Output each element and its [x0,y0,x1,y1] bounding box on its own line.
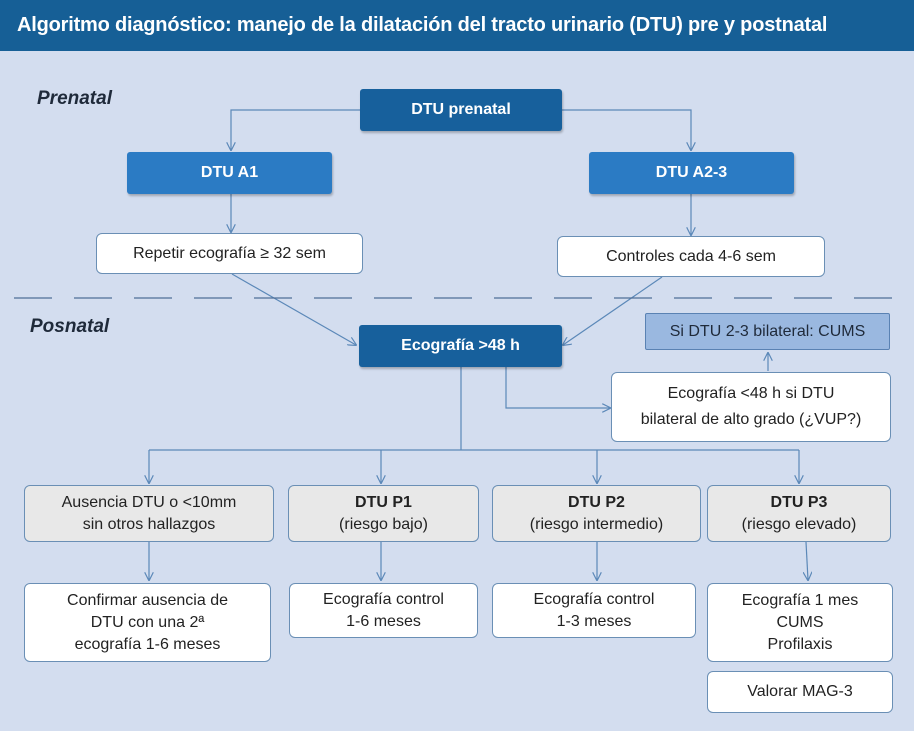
node-dtu-prenatal: DTU prenatal [360,89,562,131]
node-label-line: sin otros hallazgos [82,515,216,533]
node-label-line: Ecografía control [533,590,655,608]
node-dtu-a1: DTU A1 [127,152,332,194]
node-title: DTU P3 [770,493,828,511]
connector-repetir-eco48 [231,273,356,345]
node-dtu-p1: DTU P1 (riesgo bajo) [288,485,479,542]
connector-controles-eco48 [563,276,663,345]
node-label-line: ecografía 1-6 meses [74,635,221,653]
node-label-line: Confirmar ausencia de [67,591,228,609]
node-ecografia-48h: Ecografía >48 h [359,325,562,367]
node-label-line: Ecografía 1 mes [741,591,859,609]
node-label-line: 1-6 meses [346,612,421,630]
node-label-line: Profilaxis [767,635,833,653]
node-title: DTU P1 [355,493,412,511]
node-controles: Controles cada 4-6 sem [557,236,825,277]
section-label-postnatal: Posnatal [30,316,110,337]
node-label-line: Ecografía <48 h si DTU [667,385,835,402]
node-label: Ecografía >48 h [401,337,520,354]
node-subtitle: (riesgo intermedio) [529,515,664,533]
connector-p3-action [806,541,808,580]
node-p2-ecografia-control: Ecografía control 1-3 meses [492,583,696,638]
node-label: Repetir ecografía ≥ 32 sem [133,244,326,262]
node-label-line: Ecografía control [323,590,444,608]
node-subtitle: (riesgo elevado) [741,515,857,533]
node-label-line: Ausencia DTU o <10mm [61,493,237,511]
connector-eco48-eco-menos48 [505,367,610,408]
node-label-line: DTU con una 2ª [90,613,205,631]
node-label: DTU prenatal [411,101,511,118]
node-p3-acciones: Ecografía 1 mes CUMS Profilaxis [707,583,893,662]
node-dtu-p2: DTU P2 (riesgo intermedio) [492,485,701,542]
node-label: Controles cada 4-6 sem [606,247,776,265]
node-label: Si DTU 2-3 bilateral: CUMS [669,322,866,340]
node-p1-ecografia-control: Ecografía control 1-6 meses [289,583,478,638]
node-cums-bilateral: Si DTU 2-3 bilateral: CUMS [645,313,890,350]
node-ausencia-dtu: Ausencia DTU o <10mm sin otros hallazgos [24,485,274,542]
node-ecografia-menos-48h: Ecografía <48 h si DTU bilateral de alto… [611,372,891,442]
node-confirmar-ausencia: Confirmar ausencia de DTU con una 2ª eco… [24,583,271,662]
connector-prenatal-a1 [231,109,360,150]
node-title: DTU P2 [568,493,625,511]
header-bar: Algoritmo diagnóstico: manejo de la dila… [0,0,914,51]
node-dtu-p3: DTU P3 (riesgo elevado) [707,485,891,542]
node-valorar-mag3: Valorar MAG-3 [707,671,893,713]
node-repetir-ecografia: Repetir ecografía ≥ 32 sem [96,233,363,274]
page-title: Algoritmo diagnóstico: manejo de la dila… [17,14,828,36]
connector-prenatal-a23 [562,109,691,150]
node-label: DTU A2-3 [655,164,728,181]
node-dtu-a2-3: DTU A2-3 [589,152,794,194]
node-label: Valorar MAG-3 [747,683,853,700]
node-label-line: CUMS [776,613,824,631]
node-label-line: bilateral de alto grado (¿VUP?) [640,411,862,428]
node-subtitle: (riesgo bajo) [339,515,428,533]
node-label: DTU A1 [200,164,259,181]
node-label-line: 1-3 meses [556,612,632,630]
section-label-prenatal: Prenatal [37,88,112,109]
